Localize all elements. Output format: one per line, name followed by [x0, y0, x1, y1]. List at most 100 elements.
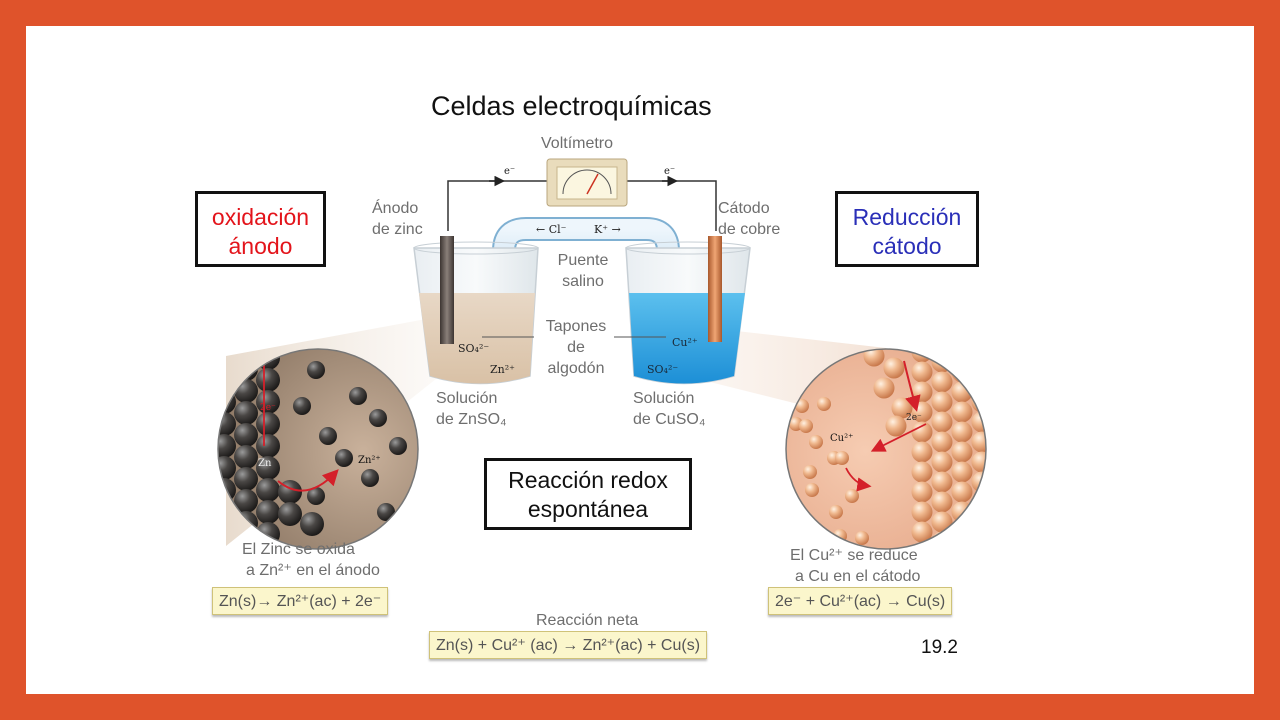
- oxidation-anode-box: oxidación ánodo: [195, 191, 326, 267]
- zinc-atom: [300, 512, 324, 536]
- net-reaction-equation: Zn(s) + Cu²⁺ (ac) → Zn²⁺(ac) + Cu(s): [429, 631, 708, 659]
- voltmeter-label: Voltímetro: [541, 135, 614, 152]
- copper-ion: [803, 465, 817, 479]
- zinc-atom: [218, 412, 236, 436]
- spontaneous-redox-box: Reacción redox espontánea: [484, 458, 692, 530]
- copper-reduction-arrow: [870, 423, 927, 452]
- page-number: 19.2: [921, 637, 958, 658]
- copper-ion: [845, 489, 859, 503]
- zinc-zoom-border: [217, 348, 419, 550]
- copper-ion-label: Cu²⁺: [830, 433, 853, 444]
- zinc-atom: [256, 500, 280, 524]
- net-reaction-label: Reacción neta: [536, 612, 639, 629]
- zinc-electrode: [440, 236, 454, 344]
- right-ion-copper: Cu²⁺: [672, 336, 698, 349]
- copper-atom: [931, 511, 953, 533]
- copper-atom: [951, 421, 973, 443]
- zinc-ion: [361, 469, 379, 487]
- zinc-oxidation-caption: El Zinc se oxida a Zn²⁺ en el ánodo: [242, 541, 380, 579]
- copper-atom: [951, 441, 973, 463]
- electron-label-left: 2e⁻: [260, 403, 276, 413]
- zinc-atom: [234, 445, 258, 469]
- copper-atom: [971, 531, 986, 549]
- zinc-atom: [256, 478, 280, 502]
- zinc-atom: [256, 368, 280, 392]
- reduction-cathode-box: Reducción cátodo: [835, 191, 979, 267]
- copper-ion: [829, 505, 843, 519]
- voltmeter: [546, 158, 628, 207]
- copper-ion: [805, 483, 819, 497]
- zinc-ion: [349, 387, 367, 405]
- copper-atom: [951, 401, 973, 423]
- copper-ion: [855, 531, 869, 545]
- electron-arrow-right-zoom: [903, 360, 921, 412]
- copper-atom: [911, 361, 933, 383]
- left-beaker: [413, 241, 539, 385]
- copper-ion: [817, 397, 831, 411]
- copper-atom: [971, 431, 986, 453]
- cathode-half-reaction: 2e⁻ + Cu²⁺(ac) → Cu(s): [768, 587, 953, 615]
- electrochemical-cell-diagram: SO₄²⁻ Zn²⁺ Cu²⁺ SO₄²⁻ ← Cl⁻ K⁺ → Zn Zn²⁺…: [217, 158, 987, 550]
- electron-label-right: 2e⁻: [906, 413, 922, 423]
- copper-atom: [951, 521, 973, 543]
- right-beaker: [625, 241, 751, 385]
- copper-atom: [951, 481, 973, 503]
- copper-atom: [931, 491, 953, 513]
- left-ion-zinc: Zn²⁺: [490, 363, 515, 376]
- copper-atom: [911, 461, 933, 483]
- anode-label: Ánodo de zinc: [372, 200, 423, 238]
- zinc-ion: [307, 487, 325, 505]
- copper-atom: [931, 411, 953, 433]
- copper-atom: [931, 531, 953, 549]
- copper-atom: [931, 471, 953, 493]
- copper-atom: [951, 349, 973, 363]
- copper-atom: [885, 415, 907, 437]
- electron-label-wire-left: e⁻: [504, 166, 516, 177]
- copper-atom: [971, 511, 986, 533]
- copper-atom: [971, 371, 986, 393]
- copper-zoom-border: [785, 348, 987, 550]
- zinc-ion: [307, 361, 325, 379]
- right-ion-sulfate: SO₄²⁻: [647, 363, 678, 376]
- zinc-atom: [278, 502, 302, 526]
- znso4-solution: [419, 293, 535, 384]
- zinc-ion: [293, 397, 311, 415]
- zinc-ion-arrow: [277, 469, 339, 492]
- copper-ion: [799, 419, 813, 433]
- copper-atom: [883, 357, 905, 379]
- electron-label-wire-right: e⁻: [664, 166, 676, 177]
- zinc-ion: [369, 409, 387, 427]
- zinc-atom: [234, 401, 258, 425]
- copper-ion: [795, 399, 809, 413]
- copper-atom: [971, 351, 986, 373]
- copper-atom: [931, 391, 953, 413]
- zinc-atom: [256, 456, 280, 480]
- potassium-ion-label: K⁺ →: [594, 223, 621, 236]
- zinc-atom: [256, 412, 280, 436]
- cuso4-label: Solución de CuSO₄: [633, 390, 706, 428]
- zinc-atom: [234, 423, 258, 447]
- voltmeter-needle: [586, 173, 599, 195]
- left-ion-sulfate: SO₄²⁻: [458, 342, 489, 355]
- zinc-atom: [218, 434, 236, 458]
- zinc-ion-label: Zn²⁺: [358, 455, 381, 466]
- zinc-ion: [389, 437, 407, 455]
- copper-ion: [835, 451, 849, 465]
- copper-atom: [911, 421, 933, 443]
- zinc-atom: [234, 489, 258, 513]
- copper-atom: [931, 451, 953, 473]
- copper-atom: [931, 371, 953, 393]
- zinc-atom: [256, 434, 280, 458]
- cotton-plugs-label: Tapones de algodón: [545, 318, 607, 377]
- copper-deposit-arrow: [845, 467, 872, 492]
- copper-ion: [809, 435, 823, 449]
- copper-ions: [789, 397, 869, 545]
- copper-atom: [971, 451, 986, 473]
- copper-atom: [931, 431, 953, 453]
- copper-atom: [911, 441, 933, 463]
- copper-atom: [911, 501, 933, 523]
- copper-atom: [873, 377, 895, 399]
- zinc-ion: [319, 427, 337, 445]
- copper-atom: [951, 361, 973, 383]
- zinc-atom: [218, 456, 236, 480]
